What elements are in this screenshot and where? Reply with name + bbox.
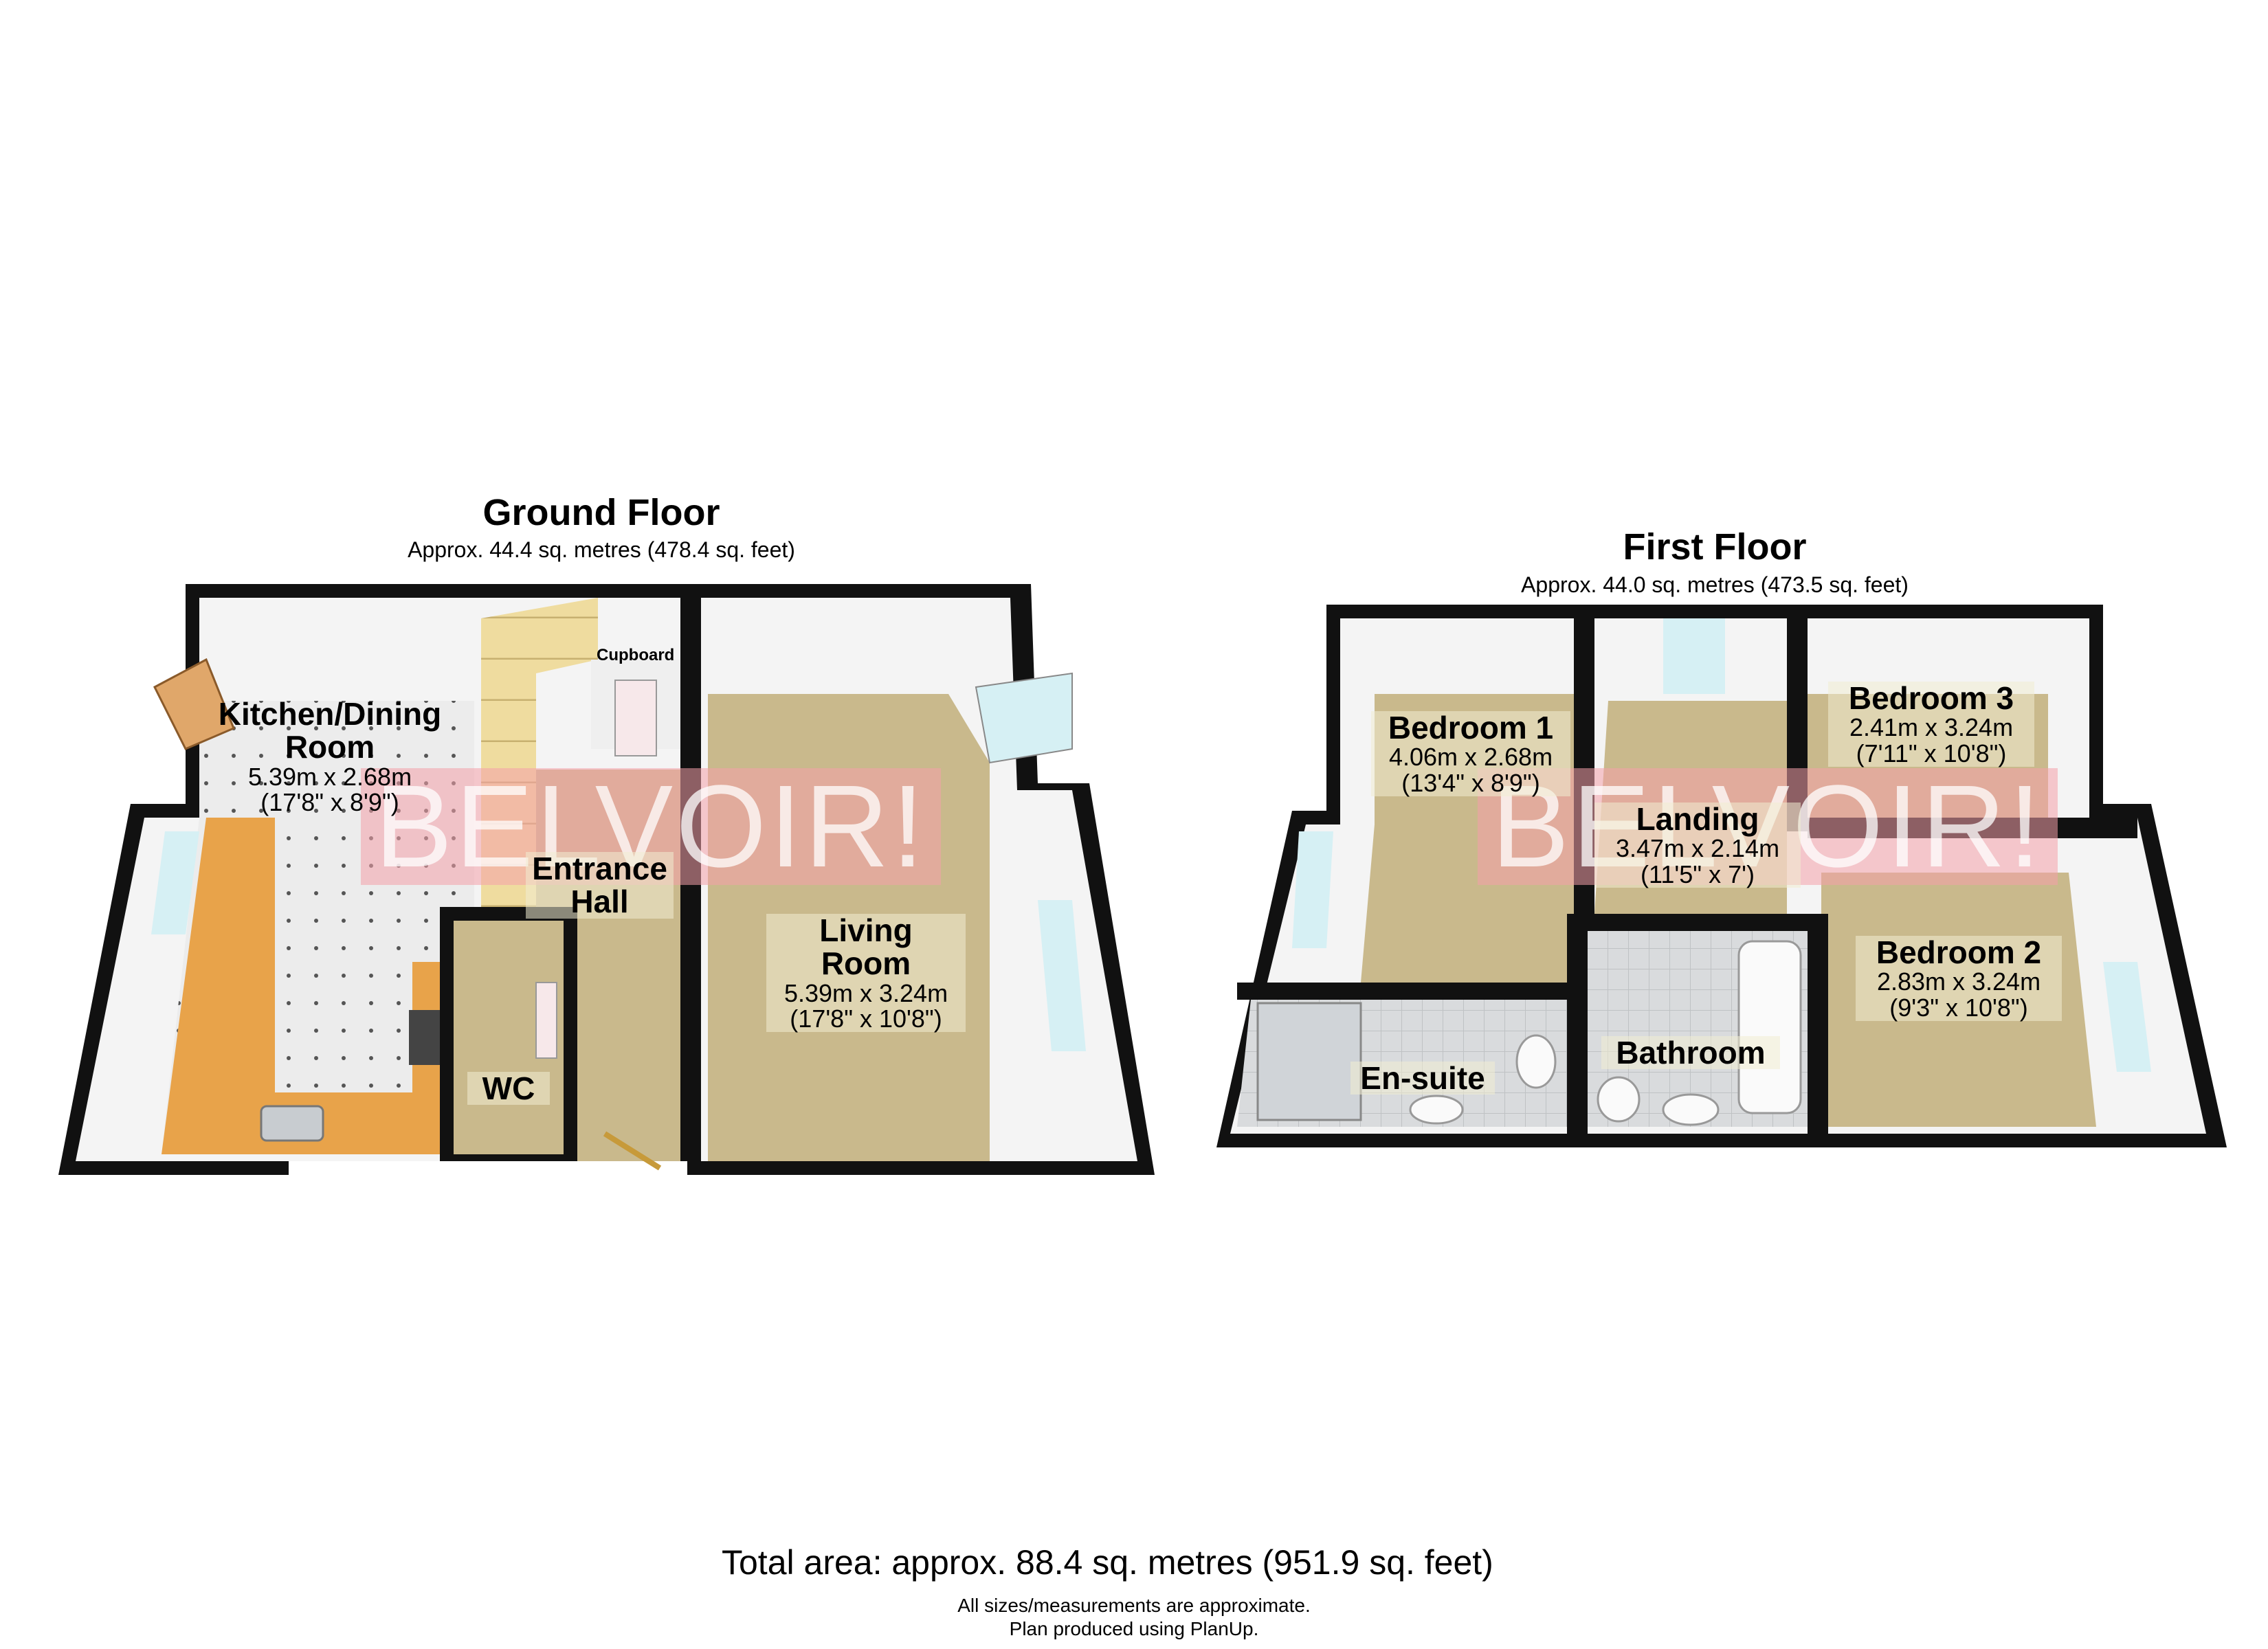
front-door [603, 1131, 662, 1171]
ensuite-basin [1409, 1095, 1464, 1125]
ensuite-label: En-suite [1350, 1062, 1495, 1095]
ground-floor-title: Ground Floor [482, 492, 720, 533]
kitchen-hob [409, 1010, 440, 1065]
bathroom-basin [1662, 1093, 1720, 1126]
landing-window [1663, 618, 1725, 694]
entrance-hall-label: Entrance Hall [526, 852, 674, 919]
landing-label: Landing 3.47m x 2.14m (11'5" x 7') [1594, 803, 1801, 888]
ensuite-toilet [1515, 1034, 1557, 1089]
living-side-window [1038, 900, 1086, 1051]
cupboard-door [614, 680, 657, 756]
kitchen-worktop [162, 818, 440, 1154]
wc-name: WC [482, 1070, 535, 1106]
first-wall-e [1237, 983, 1588, 1000]
bath-tub [1737, 940, 1802, 1114]
landing-name: Landing [1636, 801, 1759, 837]
living-dim-ft: (17'8" x 10'8") [790, 1005, 942, 1033]
living-name-2: Room [821, 945, 911, 982]
living-name-1: Living [819, 912, 913, 948]
cupboard-label: Cupboard [597, 646, 675, 664]
landing-dim-m: 3.47m x 2.14m [1615, 834, 1780, 863]
bedroom1-name: Bedroom 1 [1388, 710, 1554, 745]
bedroom1-dim-m: 4.06m x 2.68m [1388, 743, 1553, 772]
entrance-name-1: Entrance [532, 851, 667, 886]
footer-note: All sizes/measurements are approximate. … [859, 1594, 1409, 1640]
first-floor-area: Approx. 44.0 sq. metres (473.5 sq. feet) [1521, 572, 1909, 597]
bedroom2-dim-m: 2.83m x 3.24m [1876, 967, 2041, 996]
bedroom3-dim-m: 2.41m x 3.24m [1849, 713, 2014, 742]
living-room-label: Living Room 5.39m x 3.24m (17'8" x 10'8"… [766, 912, 966, 1033]
bedroom2-window [2103, 962, 2151, 1072]
kitchen-name-1: Kitchen/Dining [218, 696, 442, 732]
first-wall-f [1567, 914, 1588, 1134]
bedroom2-name: Bedroom 2 [1876, 934, 2042, 970]
bedroom3-dim-ft: (7'11" x 10'8") [1856, 739, 2007, 768]
wc-label: WC [467, 1072, 550, 1105]
landing-dim-ft: (11'5" x 7') [1641, 860, 1755, 889]
note-approximate: All sizes/measurements are approximate. [957, 1595, 1311, 1616]
bathroom-toilet [1597, 1076, 1641, 1123]
bedroom1-label: Bedroom 1 4.06m x 2.68m (13'4" x 8'9") [1371, 711, 1570, 796]
wc-door [535, 982, 557, 1059]
kitchen-name-2: Room [285, 729, 375, 765]
living-dim-m: 5.39m x 3.24m [783, 978, 948, 1007]
kitchen-sink [260, 1105, 324, 1142]
bedroom1-window [1292, 831, 1333, 948]
first-wall-g [1588, 914, 1808, 931]
bathroom-name: Bathroom [1616, 1035, 1766, 1070]
bedroom3-name: Bedroom 3 [1848, 680, 2014, 716]
first-floor-title: First Floor [1623, 526, 1807, 568]
bathroom-label: Bathroom [1601, 1036, 1780, 1069]
bedroom3-label: Bedroom 3 2.41m x 3.24m (7'11" x 10'8") [1828, 682, 2034, 767]
first-wall-d [1808, 914, 1828, 1134]
bedroom2-label: Bedroom 2 2.83m x 3.24m (9'3" x 10'8") [1856, 936, 2062, 1021]
ensuite-name: En-suite [1360, 1060, 1485, 1096]
living-window [975, 672, 1073, 764]
ensuite-shower [1256, 1002, 1362, 1121]
ground-floor-area: Approx. 44.4 sq. metres (478.4 sq. feet) [408, 537, 795, 562]
entrance-name-2: Hall [570, 884, 629, 920]
kitchen-back-door [153, 658, 235, 750]
kitchen-dim-m: 5.39m x 2.68m [247, 762, 412, 791]
kitchen-window [151, 831, 199, 934]
bedroom2-dim-ft: (9'3" x 10'8") [1889, 994, 2028, 1022]
kitchen-dim-ft: (17'8" x 8'9") [260, 788, 399, 817]
kitchen-label: Kitchen/Dining Room 5.39m x 2.68m (17'8"… [186, 697, 474, 816]
total-area: Total area: approx. 88.4 sq. metres (951… [722, 1543, 1493, 1582]
note-planup: Plan produced using PlanUp. [1009, 1617, 1259, 1639]
bedroom1-dim-ft: (13'4" x 8'9") [1401, 769, 1540, 798]
